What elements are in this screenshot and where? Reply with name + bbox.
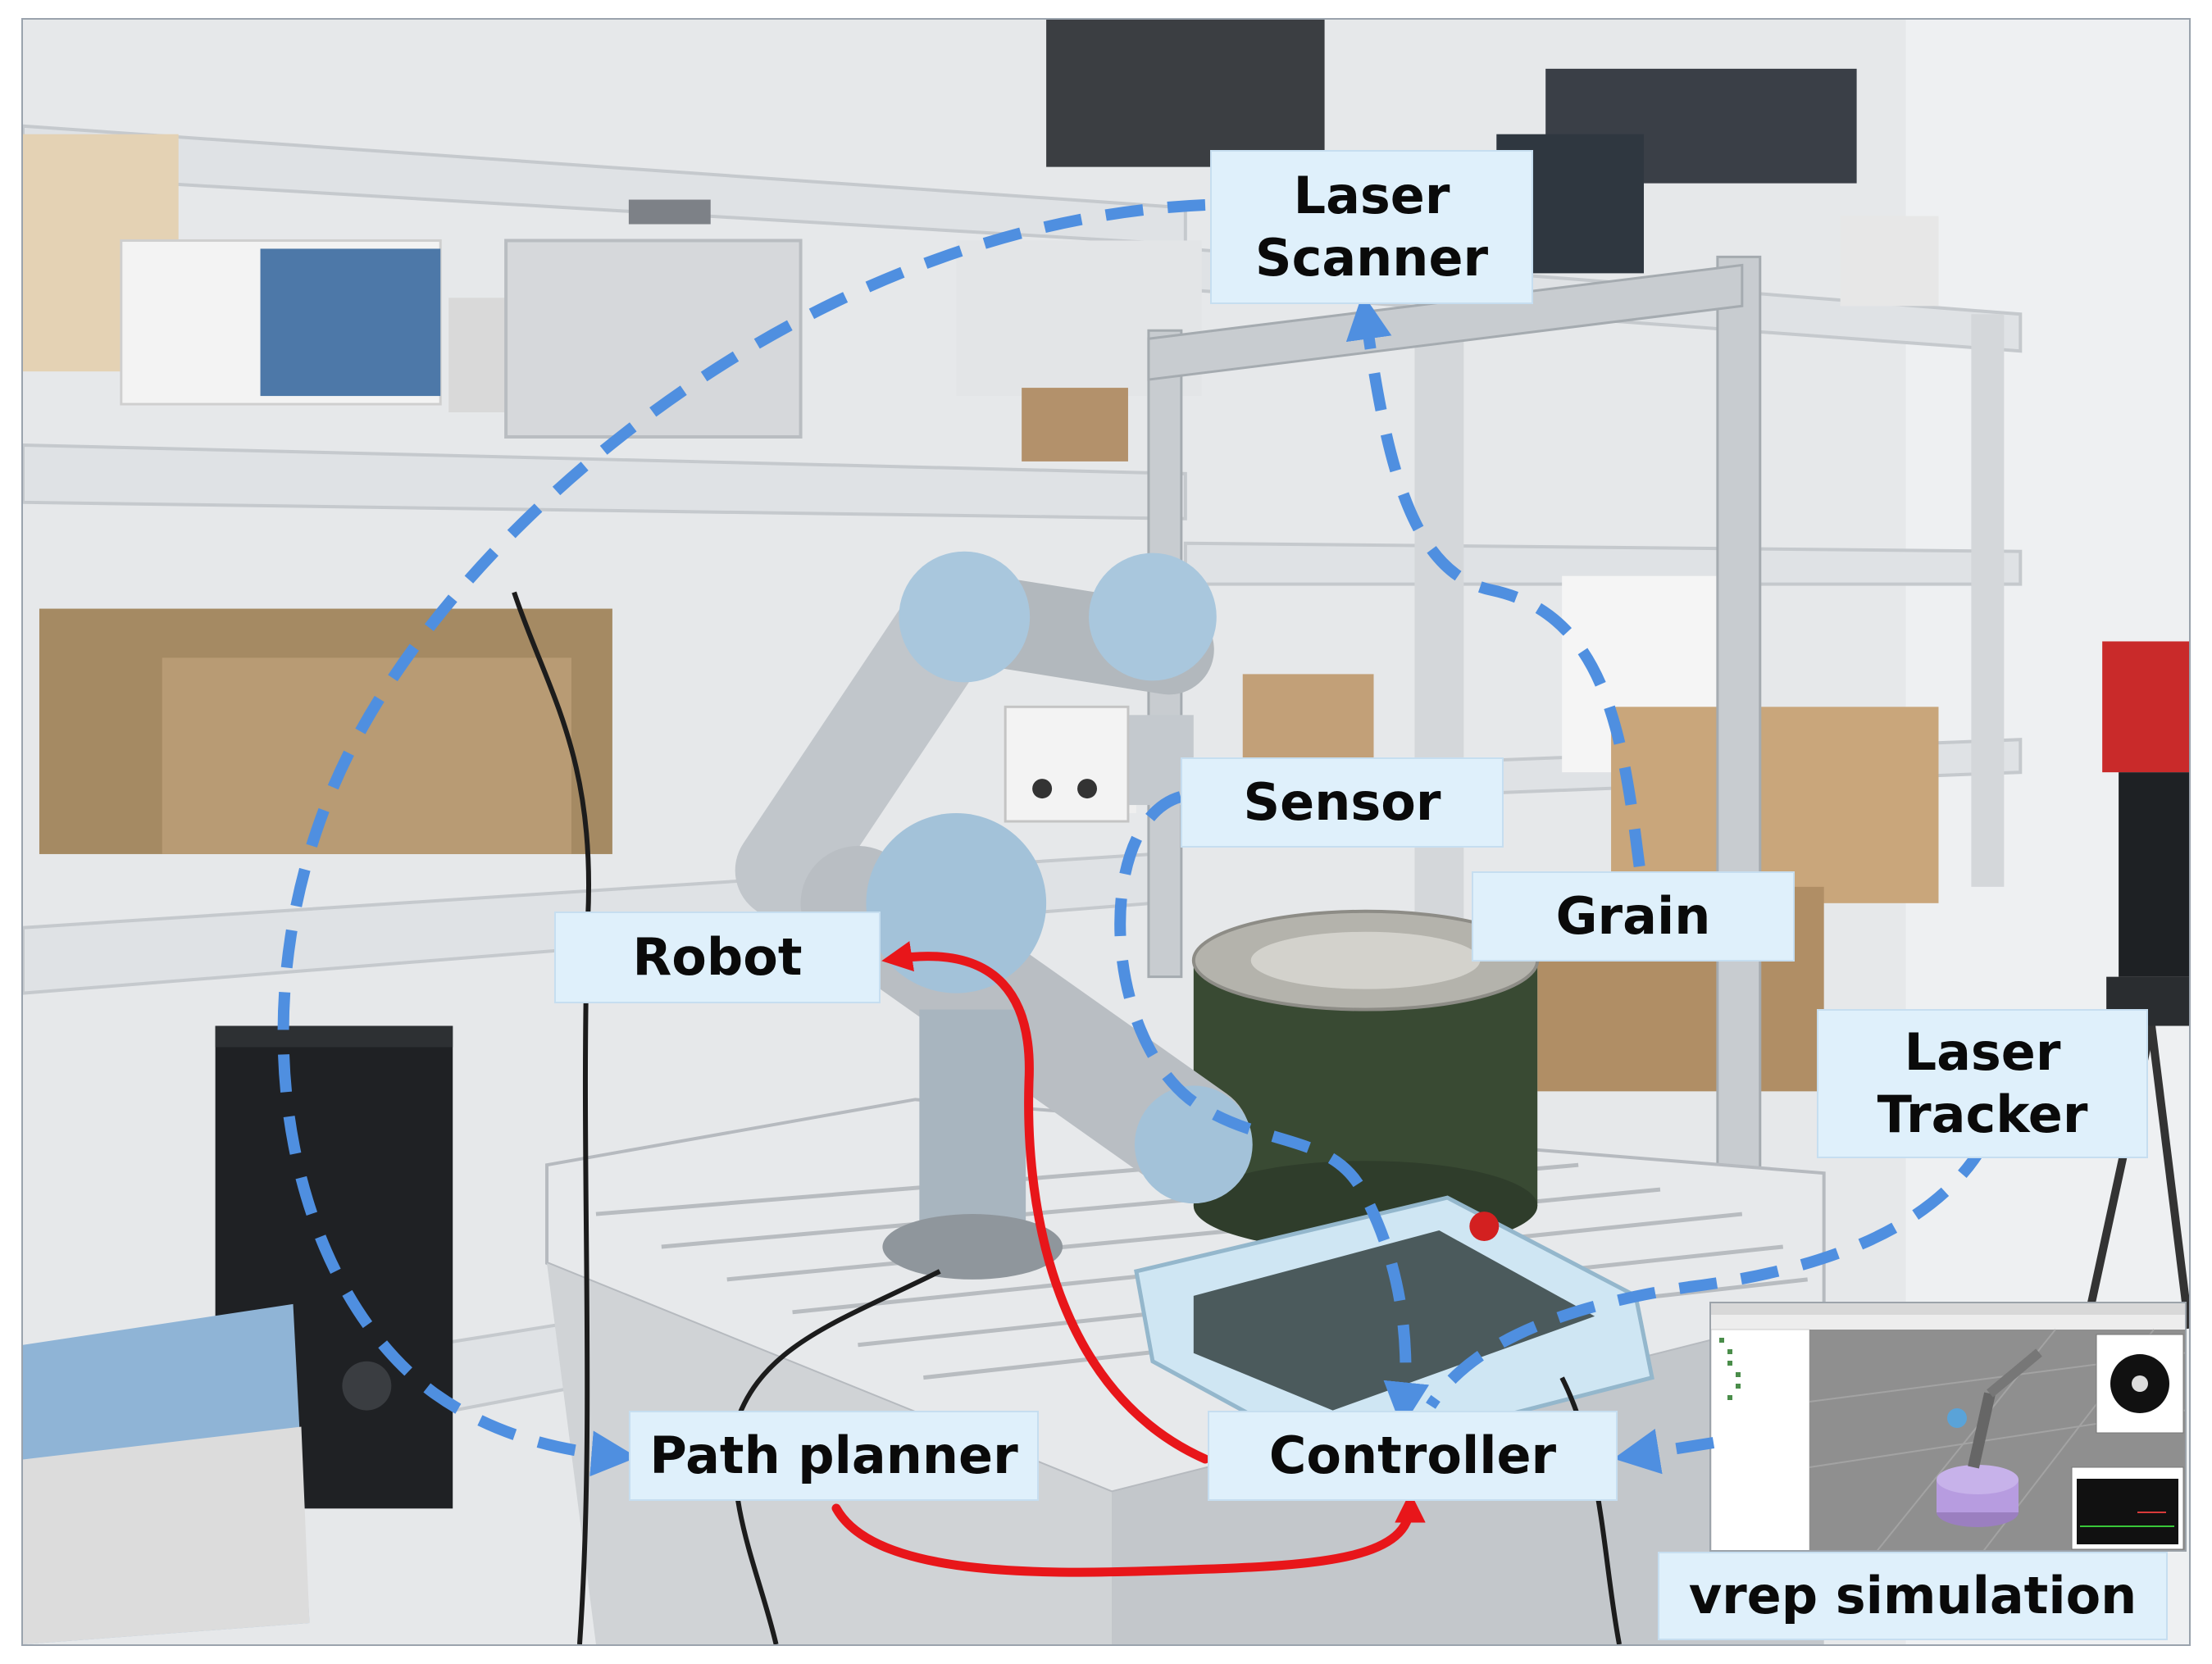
planner-to-controller-arrow [831,1492,1426,1577]
grain-cylinder [1191,909,1540,1251]
sensor-to-controller-arrow [1114,791,1430,1429]
label-laser-scanner: Laser Scanner [1210,150,1533,304]
teach-pendant-icon [1134,1195,1654,1462]
label-sensor: Sensor [1181,757,1504,848]
simulation-to-controller-arrow [1613,1429,1715,1475]
vrep-simulation-screenshot [1709,1302,2187,1552]
power-supply [1004,705,1130,823]
label-path-planner: Path planner [629,1411,1039,1501]
controller-to-robot-arrow [881,941,1210,1464]
magazine-stack [23,1303,310,1644]
tracker-to-controller-arrow [1426,1140,1990,1409]
scanner-to-controller-arrow [1345,293,1645,870]
shelf-boxes [23,20,1939,1092]
label-controller: Controller [1208,1411,1618,1501]
label-vrep-simulation: vrep simulation [1658,1552,2168,1640]
simulation-scene [1711,1303,2185,1550]
label-robot: Robot [554,912,881,1003]
scanner-to-planner-arrow [277,199,1206,1477]
label-grain: Grain [1472,871,1795,962]
label-laser-tracker: Laser Tracker [1817,1009,2148,1158]
